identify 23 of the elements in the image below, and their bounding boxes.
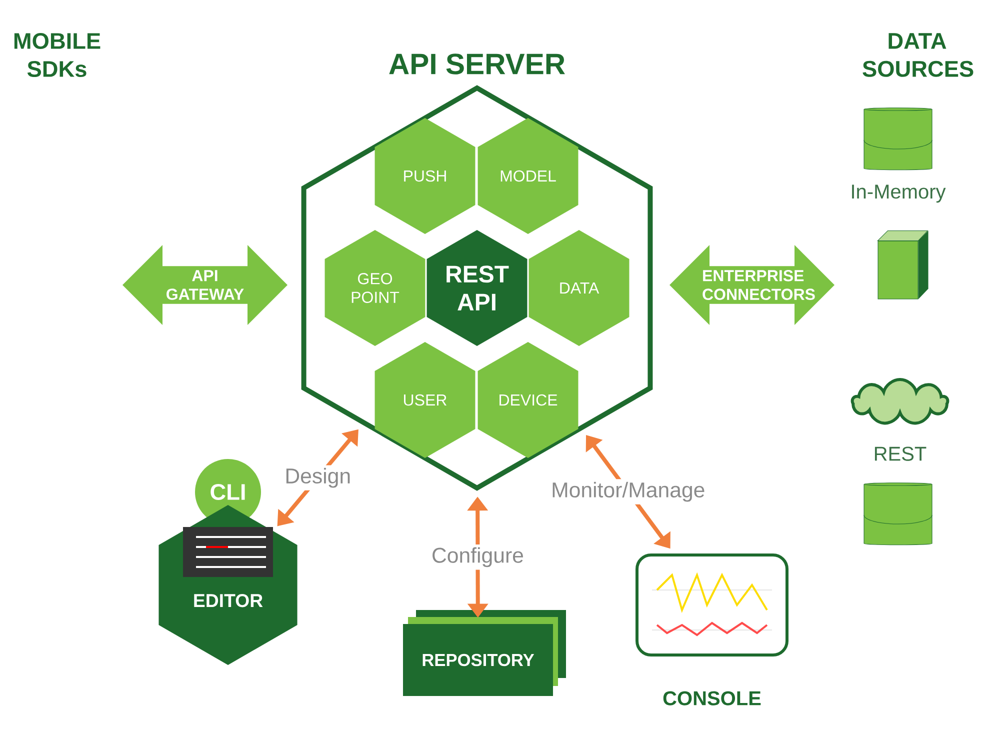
database-cylinder xyxy=(864,482,932,546)
cloud-shape xyxy=(850,378,950,425)
section-heading: DATA SOURCES xyxy=(862,33,974,77)
module-hexagon: PUSH xyxy=(374,118,476,234)
database-cylinder xyxy=(864,108,932,170)
server-box xyxy=(877,230,928,300)
icon-caption: In-Memory xyxy=(852,184,946,203)
edge-label: Configure xyxy=(428,544,527,570)
module-hexagon: USER xyxy=(374,342,476,458)
node-label: API SERVER xyxy=(389,54,565,74)
edge-label: Monitor/Manage xyxy=(548,479,708,504)
module-hexagon: MODEL xyxy=(478,118,578,234)
core-hexagon: REST API xyxy=(426,230,528,346)
module-hexagon: DATA xyxy=(528,230,630,346)
node-label: CONSOLE xyxy=(663,691,761,706)
section-heading: MOBILE SDKs xyxy=(14,32,100,78)
editor-hexagon: EDITOR xyxy=(158,505,298,665)
edge-label: Design xyxy=(282,465,354,490)
repository-stack: REPOSITORY xyxy=(403,610,566,696)
console-screen: CONSOLE xyxy=(636,554,788,706)
module-hexagon: GEO POINT xyxy=(324,230,426,346)
icon-caption: REST xyxy=(874,446,926,461)
module-hexagon: DEVICE xyxy=(478,342,578,458)
